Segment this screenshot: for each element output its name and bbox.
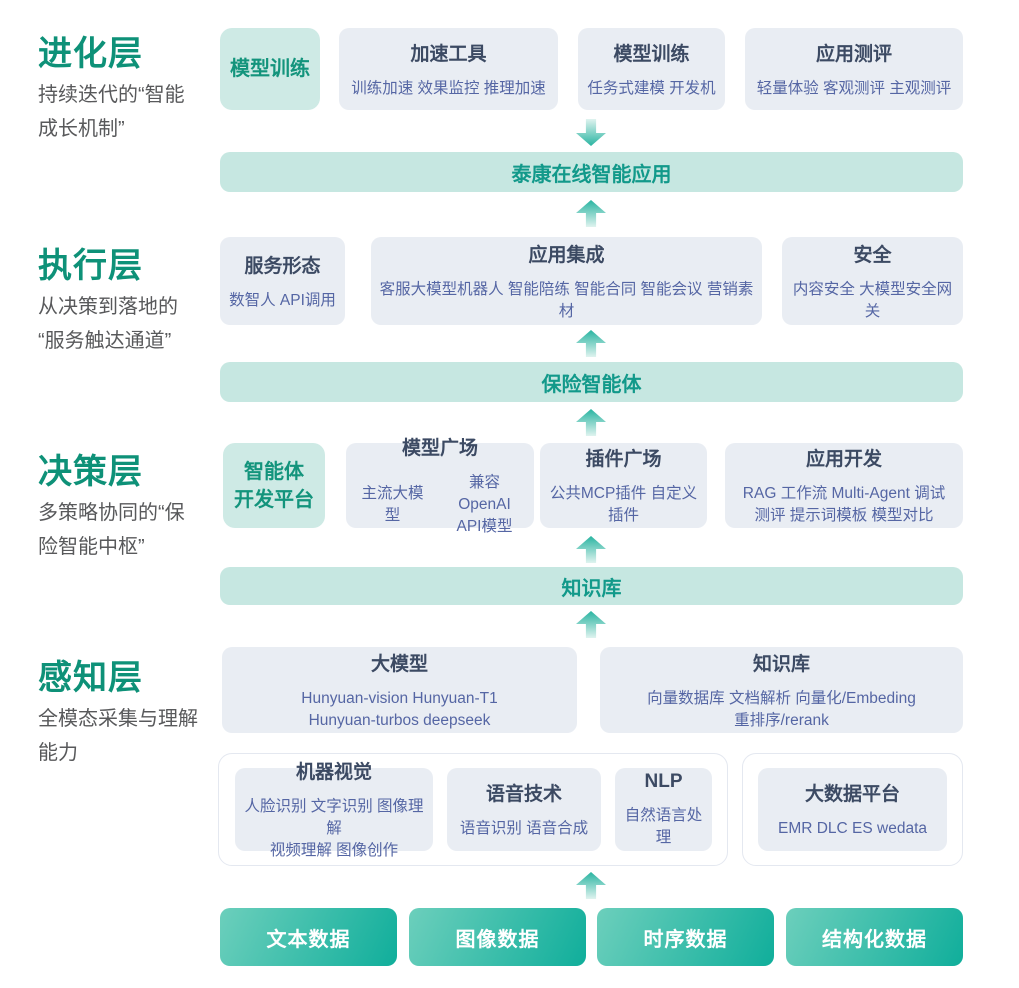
box-sub: 语音识别 语音合成	[459, 820, 589, 837]
box-nlp: NLP 自然语言处理	[615, 768, 712, 851]
box-sub: EMR DLC ES wedata	[777, 820, 928, 837]
layer-subtitle-decision: 多策略协同的“保 险智能中枢”	[38, 502, 185, 558]
box-sub: 公共MCP插件 自定义插件	[549, 485, 698, 524]
box-model-training: 模型训练 任务式建模 开发机	[578, 28, 725, 110]
box-title: 安全	[853, 244, 892, 266]
box-model-training-highlight: 模型训练	[220, 28, 320, 110]
box-sub-part: 主流大模型	[361, 485, 424, 524]
box-service-forms: 服务形态 数智人 API调用	[220, 237, 345, 325]
box-title: 应用开发	[805, 449, 882, 470]
data-button-timeseries: 时序数据	[597, 908, 774, 966]
arrow-down-icon	[576, 119, 606, 146]
box-sub: 数智人 API调用	[229, 291, 336, 309]
arrow-up-icon	[576, 611, 606, 638]
box-sub: 主流大模型 兼容OpenAI API模型	[354, 472, 526, 538]
box-security: 安全 内容安全 大模型安全网关	[782, 237, 963, 325]
box-sub: 训练加速 效果监控 推理加速	[351, 79, 546, 97]
layer-subtitle-execution: 从决策到落地的 “服务触达通道”	[38, 296, 178, 352]
box-title: 知识库	[752, 653, 810, 675]
box-speech-tech: 语音技术 语音识别 语音合成	[447, 768, 601, 851]
box-app-evaluation: 应用测评 轻量体验 客观测评 主观测评	[745, 28, 963, 110]
band-taikang-smart-app: 泰康在线智能应用	[220, 152, 963, 192]
box-sub: 任务式建模 开发机	[587, 79, 716, 97]
box-sub: 自然语言处理	[624, 806, 703, 846]
box-knowledge-base: 知识库 向量数据库 文档解析 向量化/Embeding 重排序/rerank	[600, 647, 963, 733]
box-sub: 向量数据库 文档解析 向量化/Embeding 重排序/rerank	[647, 689, 916, 729]
layer-title-execution: 执行层	[38, 247, 143, 285]
band-insurance-agent: 保险智能体	[220, 362, 963, 402]
box-title: 模型广场	[401, 438, 478, 459]
box-title: 大数据平台	[804, 784, 900, 805]
box-sub-part: 兼容OpenAI API模型	[456, 474, 513, 535]
box-plugin-square: 插件广场 公共MCP插件 自定义插件	[540, 443, 707, 528]
box-app-development: 应用开发 RAG 工作流 Multi-Agent 调试 测评 提示词模板 模型对…	[725, 443, 963, 528]
box-llm: 大模型 Hunyuan-vision Hunyuan-T1 Hunyuan-tu…	[222, 647, 577, 733]
arrow-up-icon	[576, 409, 606, 436]
box-title: 应用集成	[528, 244, 605, 266]
box-sub: 轻量体验 客观测评 主观测评	[756, 79, 952, 97]
band-knowledge-base: 知识库	[220, 567, 963, 605]
box-agent-dev-platform-highlight: 智能体 开发平台	[223, 443, 325, 528]
box-title: 语音技术	[485, 784, 562, 805]
box-title: 模型训练	[613, 43, 690, 65]
data-button-image: 图像数据	[409, 908, 586, 966]
arrow-up-icon	[576, 200, 606, 227]
box-title: 机器视觉	[295, 762, 372, 783]
arrow-up-icon	[576, 872, 606, 899]
box-model-square: 模型广场 主流大模型 兼容OpenAI API模型	[346, 438, 534, 535]
box-title: 加速工具	[410, 43, 487, 65]
box-acceleration-tools: 加速工具 训练加速 效果监控 推理加速	[339, 28, 558, 110]
box-title: 服务形态	[244, 255, 321, 277]
layer-title-evolution: 进化层	[38, 35, 143, 73]
data-button-text: 文本数据	[220, 908, 397, 966]
box-sub: 内容安全 大模型安全网关	[792, 280, 953, 320]
layer-subtitle-perception: 全模态采集与理解 能力	[38, 708, 198, 764]
box-sub: 客服大模型机器人 智能陪练 智能合同 智能会议 营销素材	[379, 280, 754, 320]
box-sub: RAG 工作流 Multi-Agent 调试 测评 提示词模板 模型对比	[742, 485, 946, 524]
box-title: 插件广场	[585, 449, 662, 470]
box-title: 应用测评	[815, 43, 892, 65]
layer-title-perception: 感知层	[38, 659, 143, 697]
layer-subtitle-evolution: 持续迭代的“智能 成长机制”	[38, 84, 185, 140]
layer-title-decision: 决策层	[38, 453, 143, 491]
box-sub: 人脸识别 文字识别 图像理解 视频理解 图像创作	[244, 798, 424, 859]
data-button-structured: 结构化数据	[786, 908, 963, 966]
box-title: 大模型	[370, 653, 428, 675]
box-sub: Hunyuan-vision Hunyuan-T1 Hunyuan-turbos…	[301, 689, 498, 729]
arrow-up-icon	[576, 536, 606, 563]
box-app-integration: 应用集成 客服大模型机器人 智能陪练 智能合同 智能会议 营销素材	[371, 237, 762, 325]
box-title: NLP	[644, 770, 683, 792]
arrow-up-icon	[576, 330, 606, 357]
box-big-data-platform: 大数据平台 EMR DLC ES wedata	[758, 768, 947, 851]
box-machine-vision: 机器视觉 人脸识别 文字识别 图像理解 视频理解 图像创作	[235, 762, 433, 859]
